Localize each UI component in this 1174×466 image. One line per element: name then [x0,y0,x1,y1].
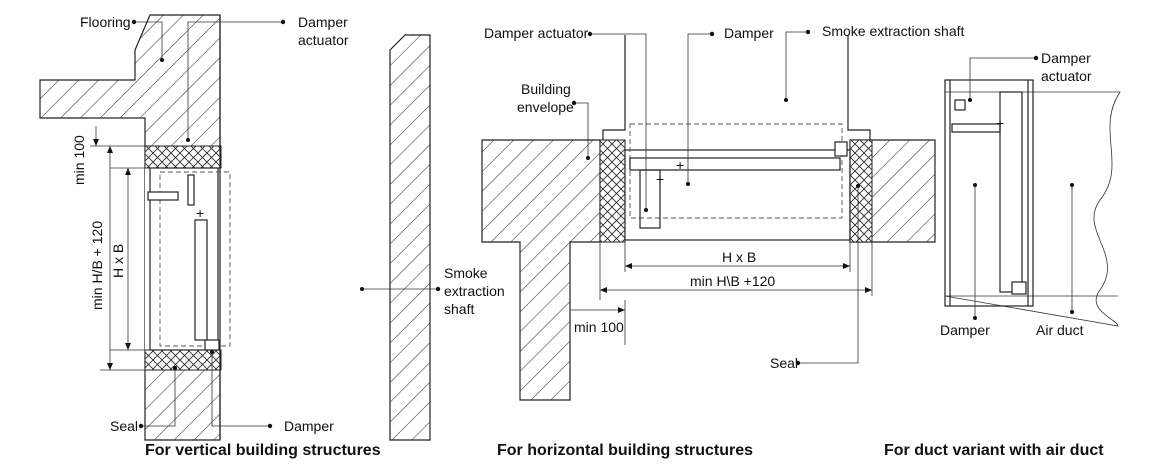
duct-label-damper-actuator-2: actuator [1041,68,1092,84]
duct-caption: For duct variant with air duct [884,442,1104,459]
horizontal-damper-blade [629,157,841,171]
horizontal-dim-min-hb: min H\B +120 [690,273,775,289]
vertical-label-smoke-3: shaft [444,301,474,317]
duct-label-damper: Damper [940,322,990,338]
horizontal-damper-housing [624,149,851,241]
svg-text:+: + [656,171,664,187]
horizontal-seal-right [849,139,873,243]
vertical-seal-top [144,145,222,169]
horizontal-label-damper: Damper [724,25,774,41]
duct-variant-view: + Damper actuator Damper Air duct For du… [884,50,1121,459]
horizontal-actuator [639,169,661,229]
duct-damper-blade [999,91,1023,293]
horizontal-label-building-1: Building [521,81,571,97]
horizontal-structure-view: + + H x B min H\B +120 min 100 Damper ac… [481,23,965,459]
vertical-shaft-wall [389,34,431,441]
duct-label-air-duct: Air duct [1036,322,1084,338]
duct-label-damper-actuator-1: Damper [1041,50,1091,66]
vertical-seal-bottom [144,349,222,371]
vertical-label-smoke-1: Smoke [444,265,488,281]
vertical-structure-view: + min 100 H x B min H/B + 120 Flooring D… [39,14,505,459]
vertical-label-flooring: Flooring [80,14,131,30]
vertical-label-damper: Damper [284,418,334,434]
vertical-damper-housing [149,167,219,351]
horizontal-dim-min: min 100 [574,319,624,335]
vertical-dim-min-hb: min H/B + 120 [89,221,105,310]
horizontal-label-smoke-shaft: Smoke extraction shaft [822,23,965,39]
horizontal-label-damper-actuator: Damper actuator [484,25,589,41]
horizontal-seal-left [599,139,626,243]
horizontal-slab-left [481,139,601,401]
vertical-caption: For vertical building structures [145,442,381,459]
vertical-actuator [147,191,179,201]
vertical-dim-min: min 100 [71,135,87,185]
vertical-label-seal: Seal [110,418,138,434]
horizontal-label-seal: Seal [770,355,798,371]
svg-text:+: + [676,157,684,173]
horizontal-label-building-2: envelope [517,99,574,115]
vertical-label-damper-actuator-2: actuator [298,32,349,48]
vertical-label-smoke-2: extraction [444,283,505,299]
vertical-label-damper-actuator-1: Damper [298,14,348,30]
horizontal-caption: For horizontal building structures [497,442,753,459]
duct-damper-frame [944,79,1034,307]
horizontal-dim-hxb: H x B [722,249,756,265]
svg-text:+: + [196,205,204,221]
duct-actuator [954,99,966,111]
vertical-dim-hxb: H x B [110,244,126,278]
vertical-damper-blade [194,219,208,341]
svg-text:+: + [996,115,1004,131]
